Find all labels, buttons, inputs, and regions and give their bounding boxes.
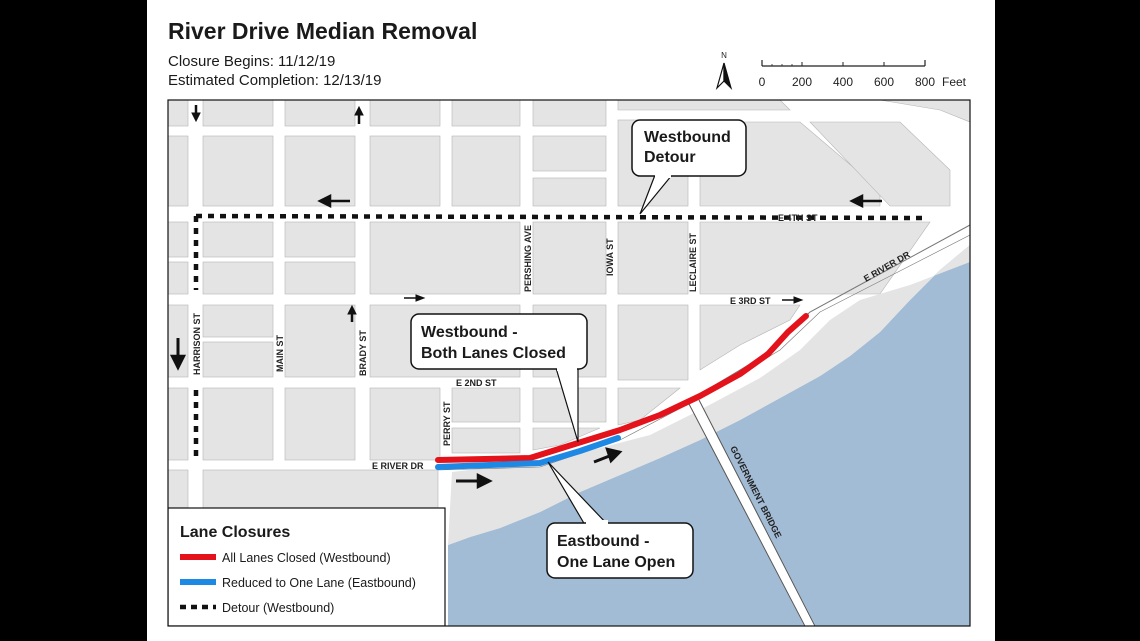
arrow-south-icon [191,105,201,123]
north-label: N [721,51,727,60]
legend-title: Lane Closures [180,524,290,541]
callout-eastbound-open: Eastbound - One Lane Open [546,461,694,579]
arrow-northeast-icon [593,447,623,464]
scale-tick-600: 600 [874,75,894,89]
label-brady-st: BRADY ST [358,330,368,376]
government-bridge [689,399,816,626]
legend-item-detour: Detour (Westbound) [222,601,334,615]
legend-item-closed: All Lanes Closed (Westbound) [222,551,391,565]
label-e-river-dr-west: E RIVER DR [372,461,424,471]
svg-text:Westbound -: Westbound - [421,324,518,341]
scale-tick-400: 400 [833,75,853,89]
scale-unit: Feet [942,75,967,89]
svg-text:Westbound: Westbound [644,129,731,146]
detour-route [193,213,926,456]
arrow-east-icon [404,294,426,302]
closed-segment-westbound [435,313,809,463]
map-title: River Drive Median Removal [168,18,478,44]
label-iowa-st: IOWA ST [605,238,615,276]
arrow-east-icon [782,296,804,304]
estimated-completion: Estimated Completion: 12/13/19 [168,72,382,89]
label-e-2nd-st: E 2ND ST [456,378,497,388]
legend: Lane Closures All Lanes Closed (Westboun… [168,507,446,626]
scale-bar: 0 200 400 600 800 Feet [759,60,967,89]
svg-text:Eastbound -: Eastbound - [557,533,649,550]
map-frame: E 4TH ST E 3RD ST E 2ND ST E RIVER DR E … [168,100,970,626]
svg-text:Both Lanes Closed: Both Lanes Closed [421,345,566,362]
label-pershing-ave: PERSHING AVE [523,225,533,292]
scale-tick-800: 800 [915,75,935,89]
label-leclaire-st: LECLAIRE ST [688,232,698,292]
legend-item-reduced: Reduced to One Lane (Eastbound) [222,576,416,590]
arrow-south-icon [169,338,187,371]
arrow-west-icon [317,193,350,209]
scale-tick-0: 0 [759,75,766,89]
north-arrow-icon: N [715,51,733,91]
scale-tick-200: 200 [792,75,812,89]
label-perry-st: PERRY ST [442,401,452,446]
label-e-4th-st: E 4TH ST [778,213,818,223]
callout-westbound-detour: Westbound Detour [631,119,747,215]
arrow-north-icon [347,304,357,322]
label-harrison-st: HARRISON ST [192,312,202,375]
callout-westbound-closed: Westbound - Both Lanes Closed [410,313,588,443]
label-main-st: MAIN ST [275,335,285,373]
arrow-west-icon [849,193,882,209]
arrow-east-icon [456,472,493,490]
closure-begins: Closure Begins: 11/12/19 [168,53,336,70]
svg-text:Detour: Detour [644,149,696,166]
arrow-north-icon [354,105,364,124]
direction-arrows [169,105,882,490]
svg-text:One Lane Open: One Lane Open [557,554,675,571]
label-e-3rd-st: E 3RD ST [730,296,771,306]
map-border [167,99,971,627]
reduced-segment-eastbound [435,435,621,470]
